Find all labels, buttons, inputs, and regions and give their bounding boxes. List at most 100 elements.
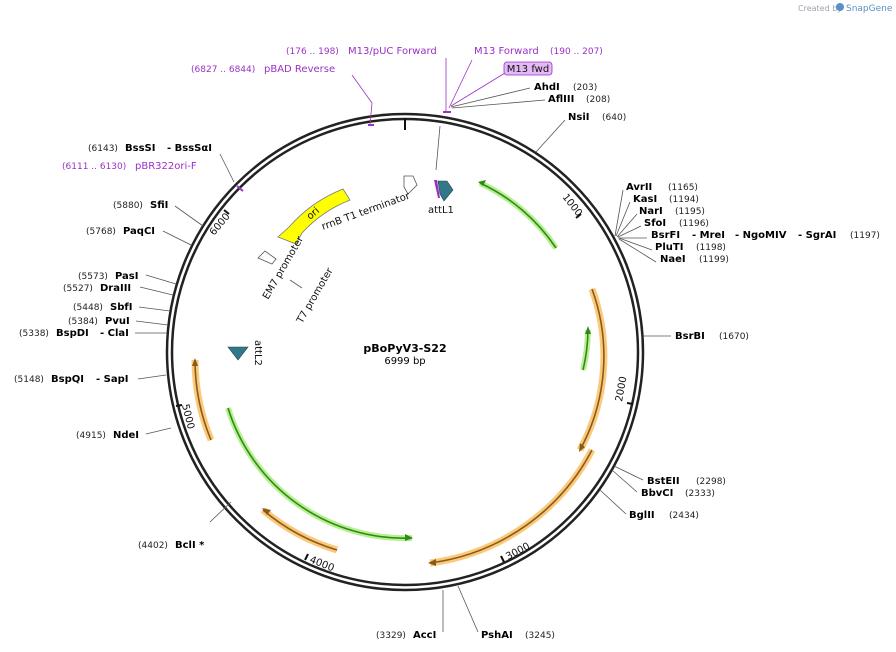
tick-mark-6000	[223, 209, 230, 215]
enzyme-line-bcli	[209, 501, 232, 523]
enzyme-acci-pos: (3329)	[376, 631, 406, 641]
enzyme-bsssai[interactable]: - BssSαI	[167, 143, 212, 154]
enzyme-bsteii[interactable]: BstEII	[647, 476, 680, 487]
enzyme-bcli-pos: (4402)	[138, 541, 168, 551]
enzyme-sfoi-pos: (1196)	[679, 219, 709, 229]
attl1-feature[interactable]: attL1	[428, 180, 454, 216]
enzyme-line-attl1-ref	[435, 125, 441, 171]
primer-name-m13forward: M13 Forward	[474, 46, 539, 57]
enzyme-bbvci-pos: (2333)	[685, 489, 715, 499]
enzyme-ahdi[interactable]: AhdI	[534, 82, 560, 93]
tick-mark-3000	[500, 555, 505, 563]
enzyme-nari-pos: (1195)	[675, 207, 705, 217]
enzyme-bsrfi-pos: (1197)	[850, 231, 880, 241]
enzyme-draiii[interactable]: DraIII	[100, 283, 131, 294]
tick-mark-2000	[626, 402, 634, 405]
enzyme-bsrfi[interactable]: BsrFI	[651, 230, 680, 241]
snapgene-logo-icon	[836, 3, 844, 11]
tick-label-2000: 2000	[614, 376, 629, 403]
enzyme-naei[interactable]: NaeI	[660, 254, 686, 265]
enzyme-bsssi[interactable]: BssSI	[125, 143, 155, 154]
orf-arc-right-outer	[576, 287, 608, 452]
enzyme-line-paqci	[162, 230, 192, 246]
primer-name-pbad: pBAD Reverse	[264, 64, 335, 75]
enzyme-line-ahdi	[450, 87, 531, 108]
orf-arc-right-inner	[580, 326, 591, 371]
enzyme-sfoi[interactable]: SfoI	[644, 218, 666, 229]
enzyme-line-draiii	[139, 286, 174, 296]
attl2-label: attL2	[252, 340, 263, 366]
enzyme-line-bglii	[599, 489, 627, 515]
enzyme-sapi[interactable]: - SapI	[96, 374, 128, 385]
primer-range-pbr322: (6111 .. 6130)	[62, 162, 126, 172]
orf-arc-bottom-right	[428, 448, 596, 567]
enzyme-bglii[interactable]: BglII	[629, 510, 655, 521]
primer-line-m13box	[450, 72, 506, 107]
tick-mark-1000	[575, 213, 582, 219]
enzyme-pvui-pos: (5384)	[68, 317, 98, 327]
plasmid-size: 6999 bp	[384, 356, 425, 367]
primer-box-label: M13 fwd	[507, 64, 549, 75]
enzyme-line-bsssi	[219, 153, 235, 183]
enzyme-pvui[interactable]: PvuI	[105, 316, 130, 327]
enzyme-nsii[interactable]: NsiI	[568, 112, 589, 123]
enzyme-sbfi-pos: (5448)	[73, 303, 103, 313]
enzyme-ndei[interactable]: NdeI	[113, 430, 139, 441]
enzyme-avrii[interactable]: AvrII	[626, 182, 652, 193]
enzyme-afliii[interactable]: AflIII	[548, 94, 574, 105]
primer-range-m13puc: (176 .. 198)	[286, 47, 339, 57]
primer-name-pbr322: pBR322ori-F	[135, 161, 197, 172]
enzyme-pshai-pos: (3245)	[525, 631, 555, 641]
plasmid-name: pBoPyV3-S22	[363, 342, 446, 355]
enzyme-line-ndei	[145, 427, 172, 435]
primer-range-m13forward: (190 .. 207)	[550, 47, 603, 57]
enzyme-line-pvui	[135, 320, 169, 326]
enzyme-line-aflIII	[451, 99, 546, 109]
enzyme-pluti[interactable]: PluTI	[655, 242, 683, 253]
enzyme-bsssi-pos: (6143)	[88, 144, 118, 154]
enzyme-kasi[interactable]: KasI	[633, 194, 657, 205]
enzyme-line-nsii	[535, 119, 566, 153]
enzyme-bbvci[interactable]: BbvCI	[641, 488, 673, 499]
enzyme-pluti-pos: (1198)	[696, 243, 726, 253]
enzyme-line-pshai	[457, 585, 479, 633]
enzyme-line-avrii	[614, 189, 624, 237]
primer-box-m13fwd[interactable]	[503, 61, 553, 76]
primer-line-pbad	[351, 74, 373, 126]
enzyme-acci[interactable]: AccI	[413, 630, 436, 641]
enzyme-line-pasi	[145, 274, 177, 285]
enzyme-pshai[interactable]: PshAI	[481, 630, 513, 641]
enzyme-nsii-pos: (640)	[602, 113, 626, 123]
t7-promoter-label: T7 promoter	[295, 265, 336, 326]
attl1-label: attL1	[428, 205, 454, 216]
enzyme-pasi[interactable]: PasI	[115, 271, 138, 282]
enzyme-draiii-pos: (5527)	[63, 284, 93, 294]
em7-promoter-feature[interactable]: EM7 promoter	[257, 234, 306, 302]
t7-promoter-feature[interactable]: T7 promoter	[289, 265, 336, 326]
enzyme-clai[interactable]: - ClaI	[100, 328, 129, 339]
enzyme-paqci-pos: (5768)	[86, 227, 116, 237]
enzyme-ngomiv[interactable]: - NgoMIV	[735, 230, 787, 241]
enzyme-bspdi[interactable]: BspDI	[56, 328, 89, 339]
enzyme-nari[interactable]: NarI	[639, 206, 663, 217]
tick-label-3000: 3000	[504, 541, 532, 563]
attl2-feature[interactable]: attL2	[227, 340, 263, 366]
enzyme-sbfi[interactable]: SbfI	[110, 302, 132, 313]
enzyme-bsrbi[interactable]: BsrBI	[675, 331, 705, 342]
enzyme-sgrai[interactable]: - SgrAI	[798, 230, 836, 241]
enzyme-mrei[interactable]: - MreI	[692, 230, 725, 241]
orf-arc-bottom-left-green	[225, 407, 413, 542]
enzyme-ndei-pos: (4915)	[76, 431, 106, 441]
enzyme-kasi-pos: (1194)	[669, 195, 699, 205]
enzyme-line-nari	[616, 213, 638, 238]
enzyme-bcli[interactable]: BclI *	[175, 540, 205, 551]
enzyme-bglii-pos: (2434)	[669, 511, 699, 521]
enzyme-sfii[interactable]: SfiI	[150, 200, 168, 211]
tick-label-1000: 1000	[560, 192, 584, 219]
enzyme-line-sfoi	[617, 225, 642, 238]
enzyme-bspqi[interactable]: BspQI	[51, 374, 84, 385]
enzyme-paqci[interactable]: PaqCI	[123, 226, 155, 237]
orf-arc-bottom-left-orange	[260, 507, 339, 554]
ori-feature[interactable]: ori	[277, 188, 351, 245]
